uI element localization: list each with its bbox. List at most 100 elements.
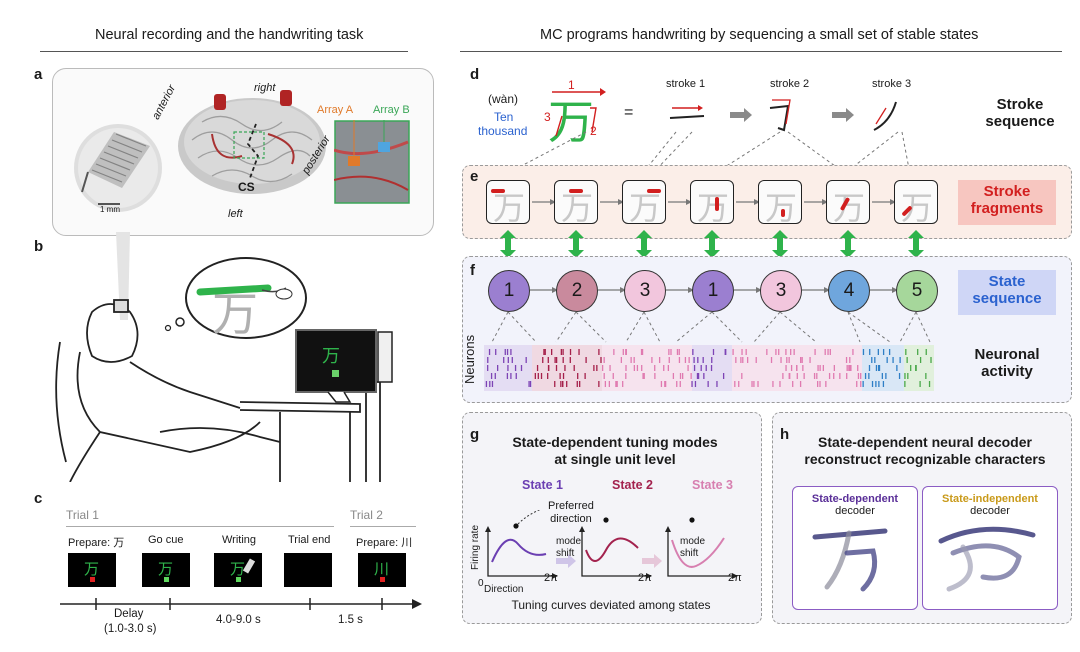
- fragment-cell-2: 万: [554, 180, 598, 227]
- trial1-label: Trial 1: [66, 508, 99, 522]
- state-dependent-sub: decoder: [835, 505, 875, 517]
- panel-f-letter: f: [470, 262, 475, 279]
- screen-tile-trial-end: [284, 553, 332, 587]
- meaning-line2: thousand: [478, 124, 528, 138]
- fragment-cell-6: 万: [826, 180, 870, 227]
- tuning-panel: [462, 412, 762, 624]
- panel-h-letter: h: [780, 426, 790, 443]
- panel-d-letter: d: [470, 66, 480, 83]
- meaning-line1: Ten: [494, 110, 514, 124]
- dir-left: left: [228, 208, 243, 220]
- x-origin-label: 0: [478, 578, 484, 589]
- direction-label: Direction: [484, 584, 524, 595]
- trial2-rule: [350, 526, 416, 527]
- left-header: Neural recording and the handwriting tas…: [95, 27, 364, 43]
- stroke-glyph-1: 一: [665, 95, 666, 96]
- pinyin: (wàn): [488, 92, 519, 106]
- fragment-arrows: [532, 199, 896, 205]
- delay-range: (1.0-3.0 s): [104, 623, 157, 635]
- stroke-1-label: stroke 1: [666, 78, 706, 90]
- array-a-label: Array A: [317, 104, 354, 116]
- scale-bar-label: 1 mm: [100, 205, 120, 214]
- dir-right: right: [254, 82, 276, 94]
- tuning-curves: [485, 510, 738, 579]
- stroke-glyph-3: 丿: [872, 95, 873, 96]
- phase-prepare-2: Prepare: 川: [356, 537, 413, 549]
- state-independent-sub: decoder: [970, 505, 1010, 517]
- timeline-axis: [60, 598, 422, 610]
- svg-text:万: 万: [212, 287, 258, 341]
- tuning-caption: Tuning curves deviated among states: [511, 598, 711, 612]
- state-independent-title: State-independent: [942, 493, 1038, 505]
- stroke-num-3: 3: [544, 110, 551, 124]
- state-node-4: 1: [692, 270, 734, 312]
- fragment-cell-5: 万: [758, 180, 802, 227]
- screen-tile-prepare-2: 川: [358, 553, 406, 587]
- state-node-3: 3: [624, 270, 666, 312]
- screen-tile-go-cue: 万: [142, 553, 190, 587]
- phase-writing: Writing: [222, 534, 257, 546]
- stroke-glyphs: [669, 99, 897, 132]
- panel-b-letter: b: [34, 238, 44, 255]
- state-node-2: 2: [556, 270, 598, 312]
- phase-go-cue: Go cue: [148, 534, 184, 546]
- trial2-label: Trial 2: [350, 508, 383, 522]
- left-header-rule: [40, 51, 408, 52]
- state-independent-decoder-card: State-independent decoder: [922, 486, 1058, 610]
- screen-tile-prepare: 万: [68, 553, 116, 587]
- stroke-order-arrows: [552, 88, 606, 137]
- state1-title: State 1: [522, 478, 563, 492]
- svg-text:万: 万: [322, 346, 340, 367]
- stroke-num-1: 1: [568, 78, 575, 92]
- fragment-cell-4: 万: [690, 180, 734, 227]
- state-activity-links: [491, 311, 931, 343]
- electrode-array-image: [74, 124, 162, 212]
- panel-e-letter: e: [470, 168, 479, 185]
- reconstructed-char-independent: [938, 526, 1036, 592]
- array-b-label: Array B: [373, 104, 410, 116]
- array-photo: [334, 120, 410, 204]
- writing-duration: 4.0-9.0 s: [216, 614, 261, 626]
- screen-tile-writing: 万: [214, 553, 262, 587]
- panel-a-letter: a: [34, 66, 43, 83]
- x-end-label-2: 2π: [638, 572, 652, 584]
- participant-scene: 万 万: [55, 232, 393, 482]
- state2-title: State 2: [612, 478, 653, 492]
- target-character: 万: [548, 95, 594, 149]
- raster-plot: [484, 345, 934, 391]
- fragment-cell-3: 万: [622, 180, 666, 227]
- fragment-cell-1: 万: [486, 180, 530, 227]
- reconstructed-char-dependent: [812, 528, 888, 592]
- state-dependent-title: State-dependent: [811, 493, 899, 505]
- state-arrows: [530, 287, 898, 293]
- state-node-7: 5: [896, 270, 938, 312]
- stroke-3-label: stroke 3: [872, 78, 912, 90]
- end-duration: 1.5 s: [338, 614, 363, 626]
- stroke-2-label: stroke 2: [770, 78, 810, 90]
- central-sulcus-label: CS: [238, 180, 255, 194]
- panel-c-letter: c: [34, 490, 43, 507]
- stroke-glyph-2: 𠃌: [770, 95, 771, 96]
- equals-sign: =: [624, 104, 634, 121]
- x-end-label-3: 2π: [728, 572, 742, 584]
- state-node-6: 4: [828, 270, 870, 312]
- state-node-5: 3: [760, 270, 802, 312]
- state-node-1: 1: [488, 270, 530, 312]
- state3-title: State 3: [692, 478, 733, 492]
- state-dependent-decoder-card: State-dependent decoder: [792, 486, 918, 610]
- neurons-axis-label: Neurons: [462, 334, 477, 384]
- fragment-state-links: [500, 230, 924, 258]
- trial1-rule: [66, 526, 334, 527]
- x-end-label-1: 2π: [544, 572, 558, 584]
- firing-rate-label: Firing rate: [470, 524, 481, 570]
- phase-prepare-1: Prepare: 万: [68, 537, 125, 549]
- delay-label: Delay: [114, 608, 144, 620]
- panel-g-letter: g: [470, 426, 480, 443]
